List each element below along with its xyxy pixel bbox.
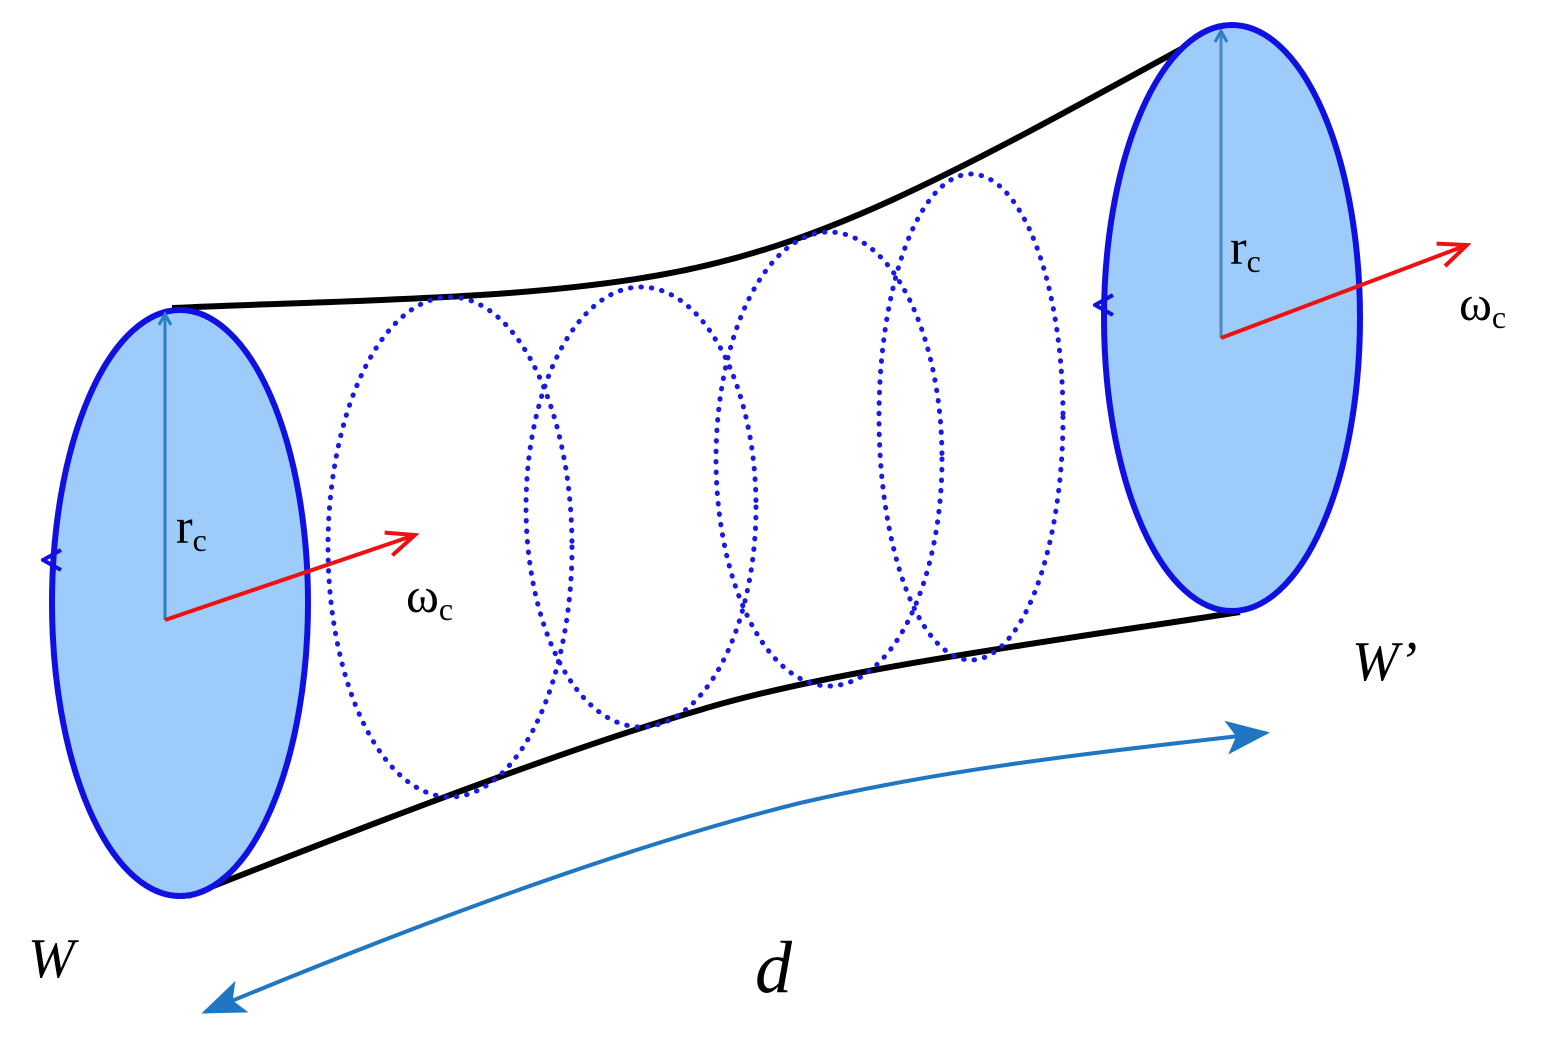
- loop-w-prime: [1101, 22, 1467, 614]
- tube-top-edge: [171, 22, 1227, 311]
- radius-label-right: rc: [1230, 219, 1261, 279]
- dotted-loop-4: [876, 171, 1066, 663]
- loop-w: [49, 307, 415, 899]
- dotted-loop-2: [523, 284, 759, 730]
- omega-arrow-left: [164, 535, 415, 622]
- omega-label-right: ωc: [1459, 275, 1506, 335]
- radius-label-left: rc: [176, 498, 207, 558]
- distance-arrow: [201, 720, 1270, 1014]
- dotted-loop-1: [325, 294, 575, 800]
- loop-w-disc: [49, 307, 311, 899]
- loop-w-label: W: [28, 928, 79, 990]
- omega-label-left: ωc: [406, 567, 453, 627]
- intermediate-loops: [325, 171, 1066, 800]
- loop-w-prime-disc: [1101, 22, 1363, 614]
- omega-arrow-right: [1220, 245, 1467, 340]
- dotted-loop-3: [713, 229, 945, 689]
- distance-label: d: [755, 927, 793, 1009]
- loop-w-prime-label: W’: [1352, 631, 1417, 693]
